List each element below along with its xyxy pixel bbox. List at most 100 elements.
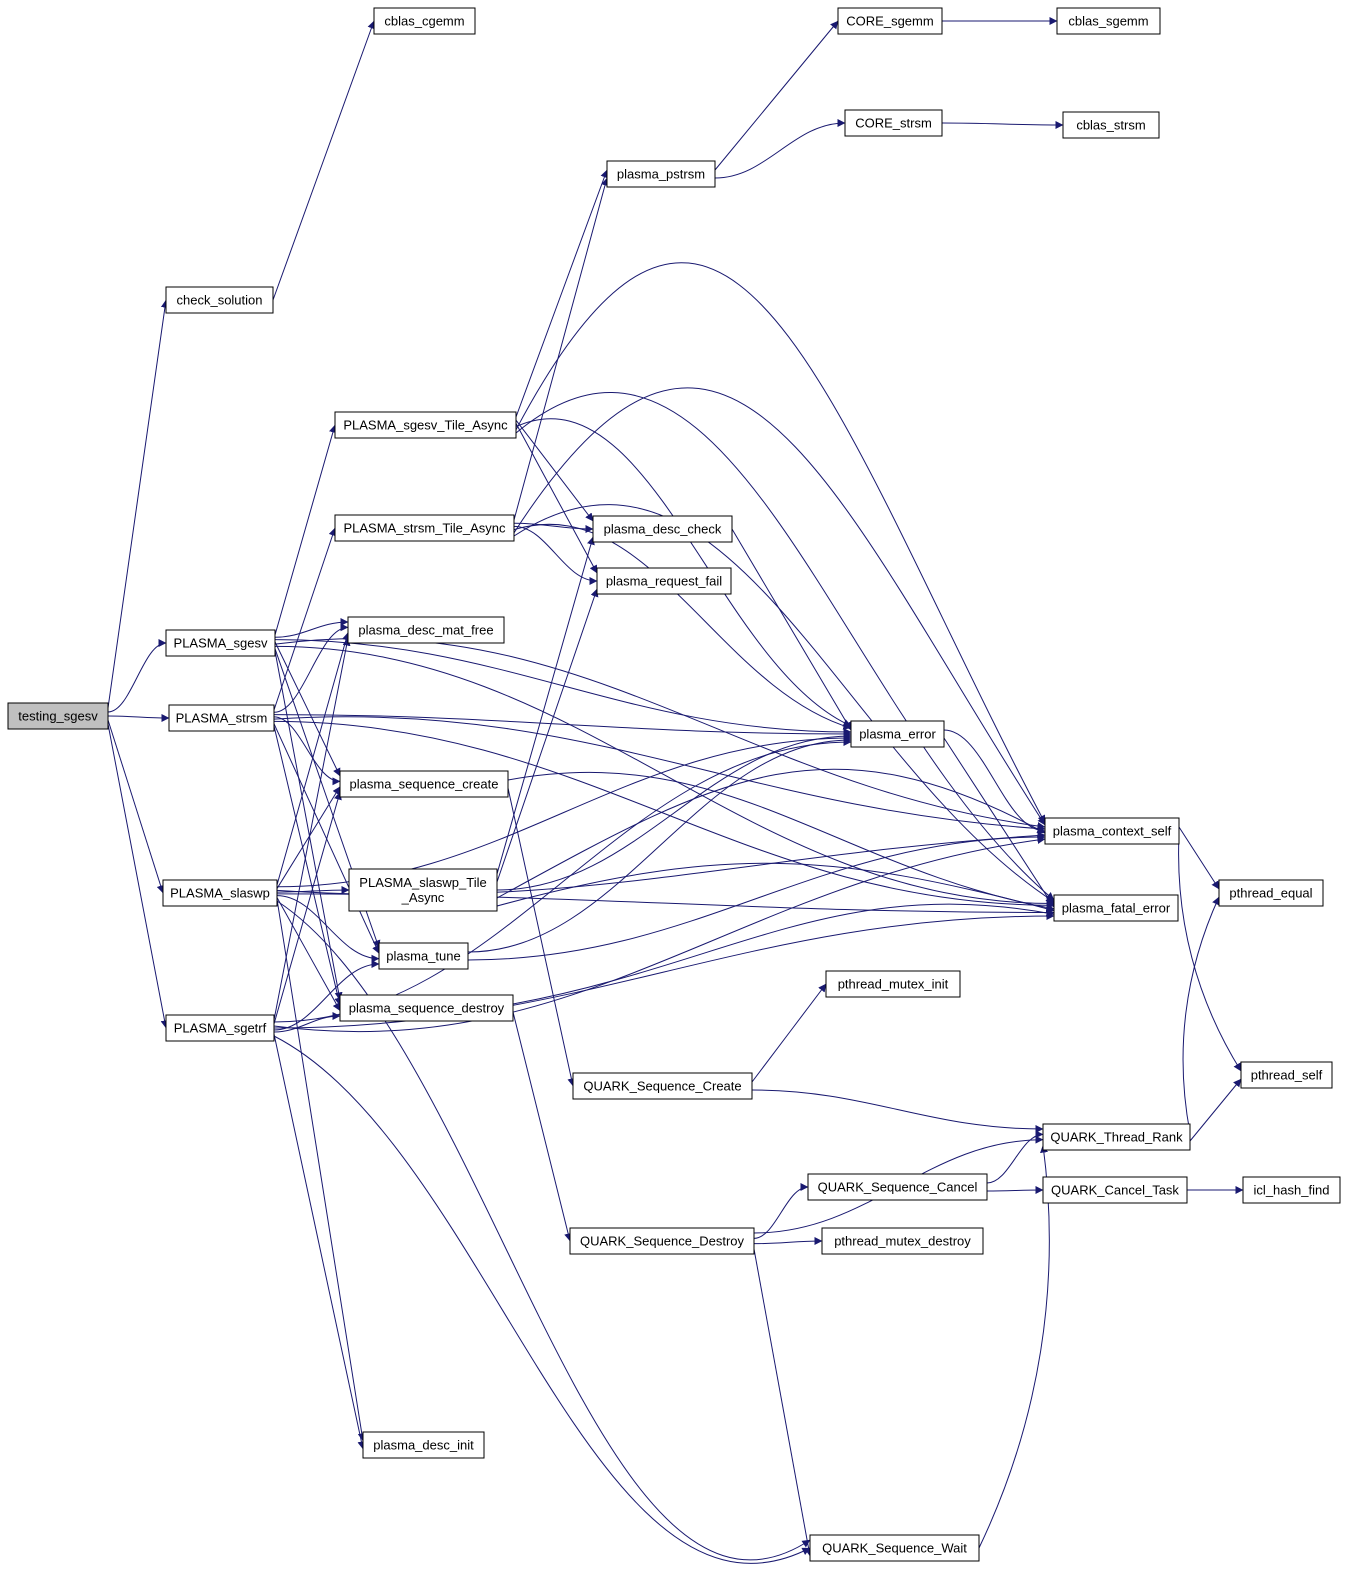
node-label: QUARK_Sequence_Create	[583, 1079, 741, 1094]
edge-plasma-strsm-to-plasma-desc-mat-free	[273, 623, 349, 713]
node-plasma-sequence-destroy[interactable]: plasma_sequence_destroy	[339, 994, 514, 1022]
node-plasma-fatal-error[interactable]: plasma_fatal_error	[1053, 894, 1179, 922]
node-plasma-pstrsm[interactable]: plasma_pstrsm	[606, 160, 716, 188]
edge-plasma-tune-to-plasma-error	[467, 736, 852, 953]
edge-plasma-slaswp-tile-async-to-plasma-desc-check	[496, 536, 595, 875]
node-box	[339, 994, 514, 1022]
edge-plasma-sgesv-to-plasma-sgesv-tile-async	[274, 424, 337, 636]
node-pthread-mutex-init[interactable]: pthread_mutex_init	[825, 970, 961, 998]
node-cblas-cgemm[interactable]: cblas_cgemm	[373, 7, 476, 35]
node-plasma-context-self[interactable]: plasma_context_self	[1044, 817, 1180, 845]
node-box	[1042, 1176, 1188, 1204]
edge-quark-sequence-wait-to-quark-thread-rank	[978, 1144, 1050, 1549]
edge-plasma-sgesv-tile-async-to-plasma-context-self	[515, 262, 1046, 824]
node-box	[850, 720, 945, 748]
node-icl-hash-find[interactable]: icl_hash_find	[1242, 1176, 1341, 1204]
node-quark-sequence-wait[interactable]: QUARK_Sequence_Wait	[809, 1534, 980, 1562]
edge-plasma-sgetrf-to-plasma-context-self	[273, 836, 1046, 1033]
edge-plasma-sgesv-to-plasma-sequence-destroy	[274, 650, 343, 1001]
node-label: PLASMA_strsm	[176, 711, 268, 726]
node-label: plasma_tune	[386, 949, 460, 964]
node-box	[1242, 1176, 1341, 1204]
node-plasma-tune[interactable]: plasma_tune	[378, 942, 469, 970]
node-plasma-slaswp[interactable]: PLASMA_slaswp	[162, 879, 278, 907]
node-label-line: plasma_desc_init	[373, 1438, 474, 1453]
node-label-line: plasma_fatal_error	[1062, 901, 1171, 916]
node-label-line: check_solution	[177, 293, 263, 308]
node-label: cblas_strsm	[1076, 118, 1145, 133]
edge-plasma-sgetrf-to-quark-sequence-wait	[273, 1035, 811, 1564]
node-plasma-desc-mat-free[interactable]: plasma_desc_mat_free	[347, 616, 505, 644]
edge-plasma-slaswp-to-plasma-desc-mat-free	[276, 632, 350, 886]
node-plasma-strsm[interactable]: PLASMA_strsm	[168, 704, 275, 732]
edge-plasma-strsm-tile-async-to-plasma-error	[513, 523, 852, 730]
node-plasma-desc-init[interactable]: plasma_desc_init	[362, 1431, 485, 1459]
node-cblas-strsm[interactable]: cblas_strsm	[1062, 111, 1160, 139]
edge-plasma-sgesv-to-plasma-fatal-error	[274, 645, 1055, 908]
node-label: PLASMA_slaswp_Tile_Async	[359, 875, 486, 905]
edge-plasma-context-self-to-pthread-equal	[1178, 826, 1220, 890]
node-box	[362, 1431, 485, 1459]
node-label: QUARK_Sequence_Wait	[822, 1541, 967, 1556]
edge-plasma-strsm-tile-async-to-plasma-desc-check	[513, 522, 594, 533]
node-label: plasma_error	[859, 727, 936, 742]
node-label-line: QUARK_Sequence_Wait	[822, 1541, 967, 1556]
edge-plasma-slaswp-tile-async-to-plasma-error	[496, 732, 852, 891]
node-plasma-error[interactable]: plasma_error	[850, 720, 945, 748]
node-quark-sequence-destroy[interactable]: QUARK_Sequence_Destroy	[569, 1227, 755, 1255]
edge-testing-sgesv-to-plasma-sgetrf	[107, 723, 169, 1029]
node-pthread-self[interactable]: pthread_self	[1240, 1061, 1333, 1089]
node-core-sgemm[interactable]: CORE_sgemm	[837, 7, 943, 35]
node-pthread-equal[interactable]: pthread_equal	[1218, 879, 1324, 907]
edge-quark-sequence-destroy-to-quark-sequence-cancel	[753, 1183, 809, 1239]
node-core-strsm[interactable]: CORE_strsm	[844, 109, 943, 137]
edge-plasma-sgesv-to-plasma-desc-mat-free	[274, 618, 349, 638]
edge-plasma-strsm-tile-async-to-plasma-fatal-error	[513, 504, 1055, 903]
node-label-line: PLASMA_sgesv	[174, 636, 268, 651]
edge-plasma-slaswp-to-plasma-sequence-destroy	[276, 897, 341, 1012]
edge-plasma-slaswp-to-quark-sequence-wait	[276, 900, 811, 1561]
node-plasma-request-fail[interactable]: plasma_request_fail	[596, 567, 732, 595]
node-label-line: PLASMA_slaswp_Tile	[359, 875, 486, 890]
node-label: cblas_sgemm	[1068, 14, 1148, 29]
node-label: CORE_sgemm	[846, 14, 933, 29]
node-label: plasma_sequence_destroy	[349, 1001, 505, 1016]
node-plasma-strsm-tile-async[interactable]: PLASMA_strsm_Tile_Async	[334, 514, 515, 542]
node-label: testing_sgesv	[18, 709, 98, 724]
node-plasma-sequence-create[interactable]: plasma_sequence_create	[339, 770, 509, 798]
node-cblas-sgemm[interactable]: cblas_sgemm	[1056, 7, 1161, 35]
node-quark-sequence-create[interactable]: QUARK_Sequence_Create	[572, 1072, 753, 1100]
node-box	[347, 616, 505, 644]
node-quark-sequence-cancel[interactable]: QUARK_Sequence_Cancel	[807, 1173, 988, 1201]
node-testing-sgesv[interactable]: testing_sgesv	[7, 702, 109, 730]
node-label-line: plasma_desc_mat_free	[358, 623, 493, 638]
node-plasma-desc-check[interactable]: plasma_desc_check	[592, 515, 733, 543]
edge-testing-sgesv-to-plasma-sgesv	[107, 639, 167, 713]
edge-plasma-sgesv-to-plasma-sequence-create	[274, 641, 341, 777]
node-quark-thread-rank[interactable]: QUARK_Thread_Rank	[1042, 1123, 1191, 1151]
edge-plasma-strsm-to-plasma-fatal-error	[273, 720, 1055, 910]
node-label-line: plasma_context_self	[1053, 824, 1172, 839]
node-label: pthread_equal	[1229, 886, 1312, 901]
node-label-line: plasma_pstrsm	[617, 167, 705, 182]
node-plasma-slaswp-tile-async[interactable]: PLASMA_slaswp_Tile_Async	[348, 868, 498, 912]
edge-testing-sgesv-to-plasma-slaswp	[107, 719, 165, 894]
node-quark-cancel-task[interactable]: QUARK_Cancel_Task	[1042, 1176, 1188, 1204]
node-label: plasma_desc_check	[604, 522, 722, 537]
node-box	[1062, 111, 1160, 139]
node-label-line: plasma_desc_check	[604, 522, 722, 537]
edge-plasma-desc-check-to-plasma-error	[731, 528, 852, 731]
node-plasma-sgetrf[interactable]: PLASMA_sgetrf	[165, 1014, 275, 1042]
edge-plasma-strsm-to-plasma-sequence-destroy	[273, 725, 343, 1006]
node-label-line: plasma_request_fail	[606, 574, 722, 589]
node-plasma-sgesv-tile-async[interactable]: PLASMA_sgesv_Tile_Async	[334, 411, 517, 439]
edge-plasma-context-self-to-pthread-self	[1178, 834, 1242, 1072]
node-check-solution[interactable]: check_solution	[165, 286, 274, 314]
edge-plasma-sequence-create-to-plasma-fatal-error	[507, 771, 1055, 912]
node-label-line: PLASMA_sgesv_Tile_Async	[343, 418, 508, 433]
edge-plasma-strsm-to-plasma-sequence-create	[273, 716, 341, 786]
node-pthread-mutex-destroy[interactable]: pthread_mutex_destroy	[821, 1227, 984, 1255]
node-plasma-sgesv[interactable]: PLASMA_sgesv	[165, 629, 276, 657]
node-label-line: pthread_mutex_destroy	[834, 1234, 971, 1249]
